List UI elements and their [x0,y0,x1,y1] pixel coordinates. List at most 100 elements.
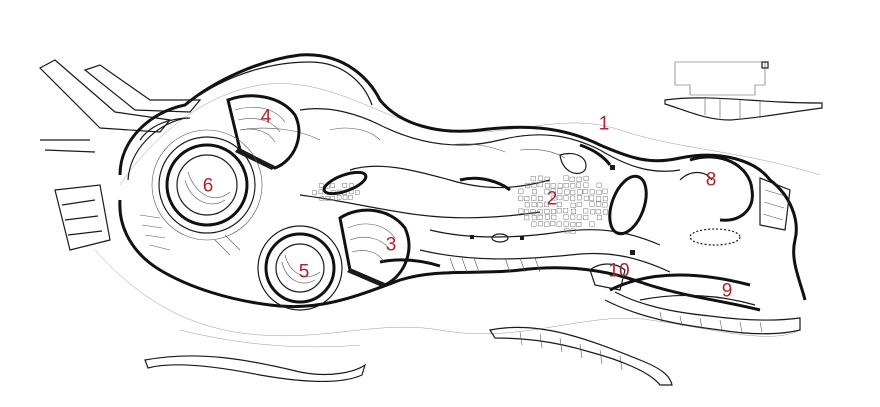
seat-cell [551,214,557,220]
seat-cell [590,209,596,215]
seat-cell [556,208,562,214]
seat-cell [563,221,569,227]
seat-cell [583,182,589,188]
interior-walls [239,108,681,273]
seat-cell [318,183,324,188]
seat-cell [531,202,537,208]
room-label-1: 1 [598,113,610,135]
seat-cell [544,189,550,195]
room-label-10: 10 [608,260,630,282]
seat-cell [570,228,576,234]
seat-cell [530,209,536,215]
seat-cell [550,188,556,194]
seat-cell [518,208,524,214]
seat-cell [563,195,569,201]
seat-cell [596,189,602,195]
seat-cell [348,195,353,200]
seat-cell [525,182,531,188]
seat-cell [531,215,537,221]
seat-cell [325,196,330,201]
seat-cell [577,189,583,195]
seat-cell [603,209,609,215]
seat-cell [531,189,537,195]
hall-6 [139,117,263,241]
seat-cell [576,214,582,220]
hall-10 [589,263,626,291]
seat-cell [544,209,550,215]
seat-cell [576,201,582,207]
seat-cell [544,221,550,227]
seat-cell [595,209,601,215]
seat-cell [518,188,524,194]
seat-cell [582,189,588,195]
hall-4 [226,94,301,170]
seat-cell [557,183,563,189]
seat-cell [583,195,589,201]
room-label-6: 6 [202,175,214,197]
seat-cell [576,176,582,182]
seat-cell [589,201,595,207]
detached-shells [144,326,673,386]
seat-cell [336,195,342,200]
seat-cell [318,189,324,195]
seat-cell [551,209,557,215]
room-label-8: 8 [705,169,717,191]
foyer-seating [312,183,360,201]
seat-cell [355,190,360,195]
hall-3 [338,208,411,287]
seat-cell [312,190,317,195]
seat-cell [563,175,569,181]
seat-cell [531,182,537,188]
seat-cell [596,201,602,207]
hall-9 [604,273,801,335]
seat-cell [342,195,348,200]
seat-cell [569,176,575,182]
seat-cell [570,208,576,214]
seat-cell [524,196,530,202]
seat-cell [589,189,595,195]
hall-5 [257,225,343,311]
hall-2-seating [518,175,609,234]
seat-cell [564,189,570,195]
seat-cell [556,221,562,227]
seat-cell [550,221,556,227]
seat-cell [583,208,589,214]
seat-cell [557,188,563,194]
seat-cell [563,208,569,214]
seat-cell [556,201,562,207]
seat-cell [602,202,608,208]
seat-cell [530,176,536,182]
seat-cell [596,196,602,202]
room-label-3: 3 [385,234,397,256]
seat-cell [550,183,556,189]
north-annex [664,61,823,121]
seat-cell [537,175,543,181]
seat-cell [330,196,335,201]
seat-cell [564,228,570,234]
seat-cell [577,195,583,201]
seat-cell [602,188,608,194]
seat-cell [589,221,595,227]
seat-cell [524,209,530,215]
seat-cell [570,195,576,201]
seat-cell [563,183,569,189]
seat-cell [576,182,582,188]
seat-cell [319,196,324,201]
seat-cell [544,176,550,182]
seat-cell [570,189,576,195]
seat-cell [537,214,543,220]
seat-cell [531,221,537,227]
seat-cell [570,202,576,208]
seat-cell [589,195,595,201]
structural-details [139,165,635,273]
room-label-9: 9 [721,280,733,302]
seat-cell [524,215,530,221]
building-envelope [118,53,807,312]
hall-8 [679,155,791,246]
seat-cell [538,221,544,227]
seat-cell [563,214,569,220]
room-label-4: 4 [260,106,272,128]
seat-cell [570,214,576,220]
seat-cell [537,202,543,208]
